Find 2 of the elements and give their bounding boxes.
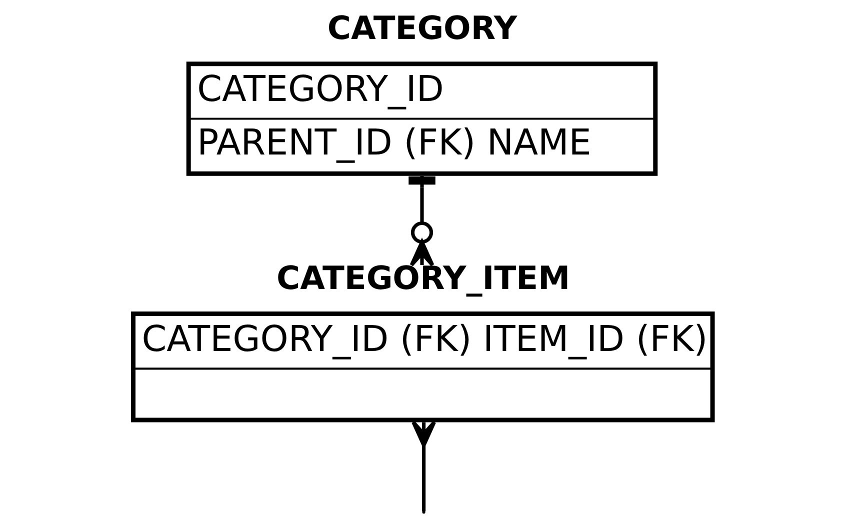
node-label: CATEGORY_ITEM bbox=[276, 259, 570, 298]
node-label: CATEGORY bbox=[327, 9, 518, 48]
